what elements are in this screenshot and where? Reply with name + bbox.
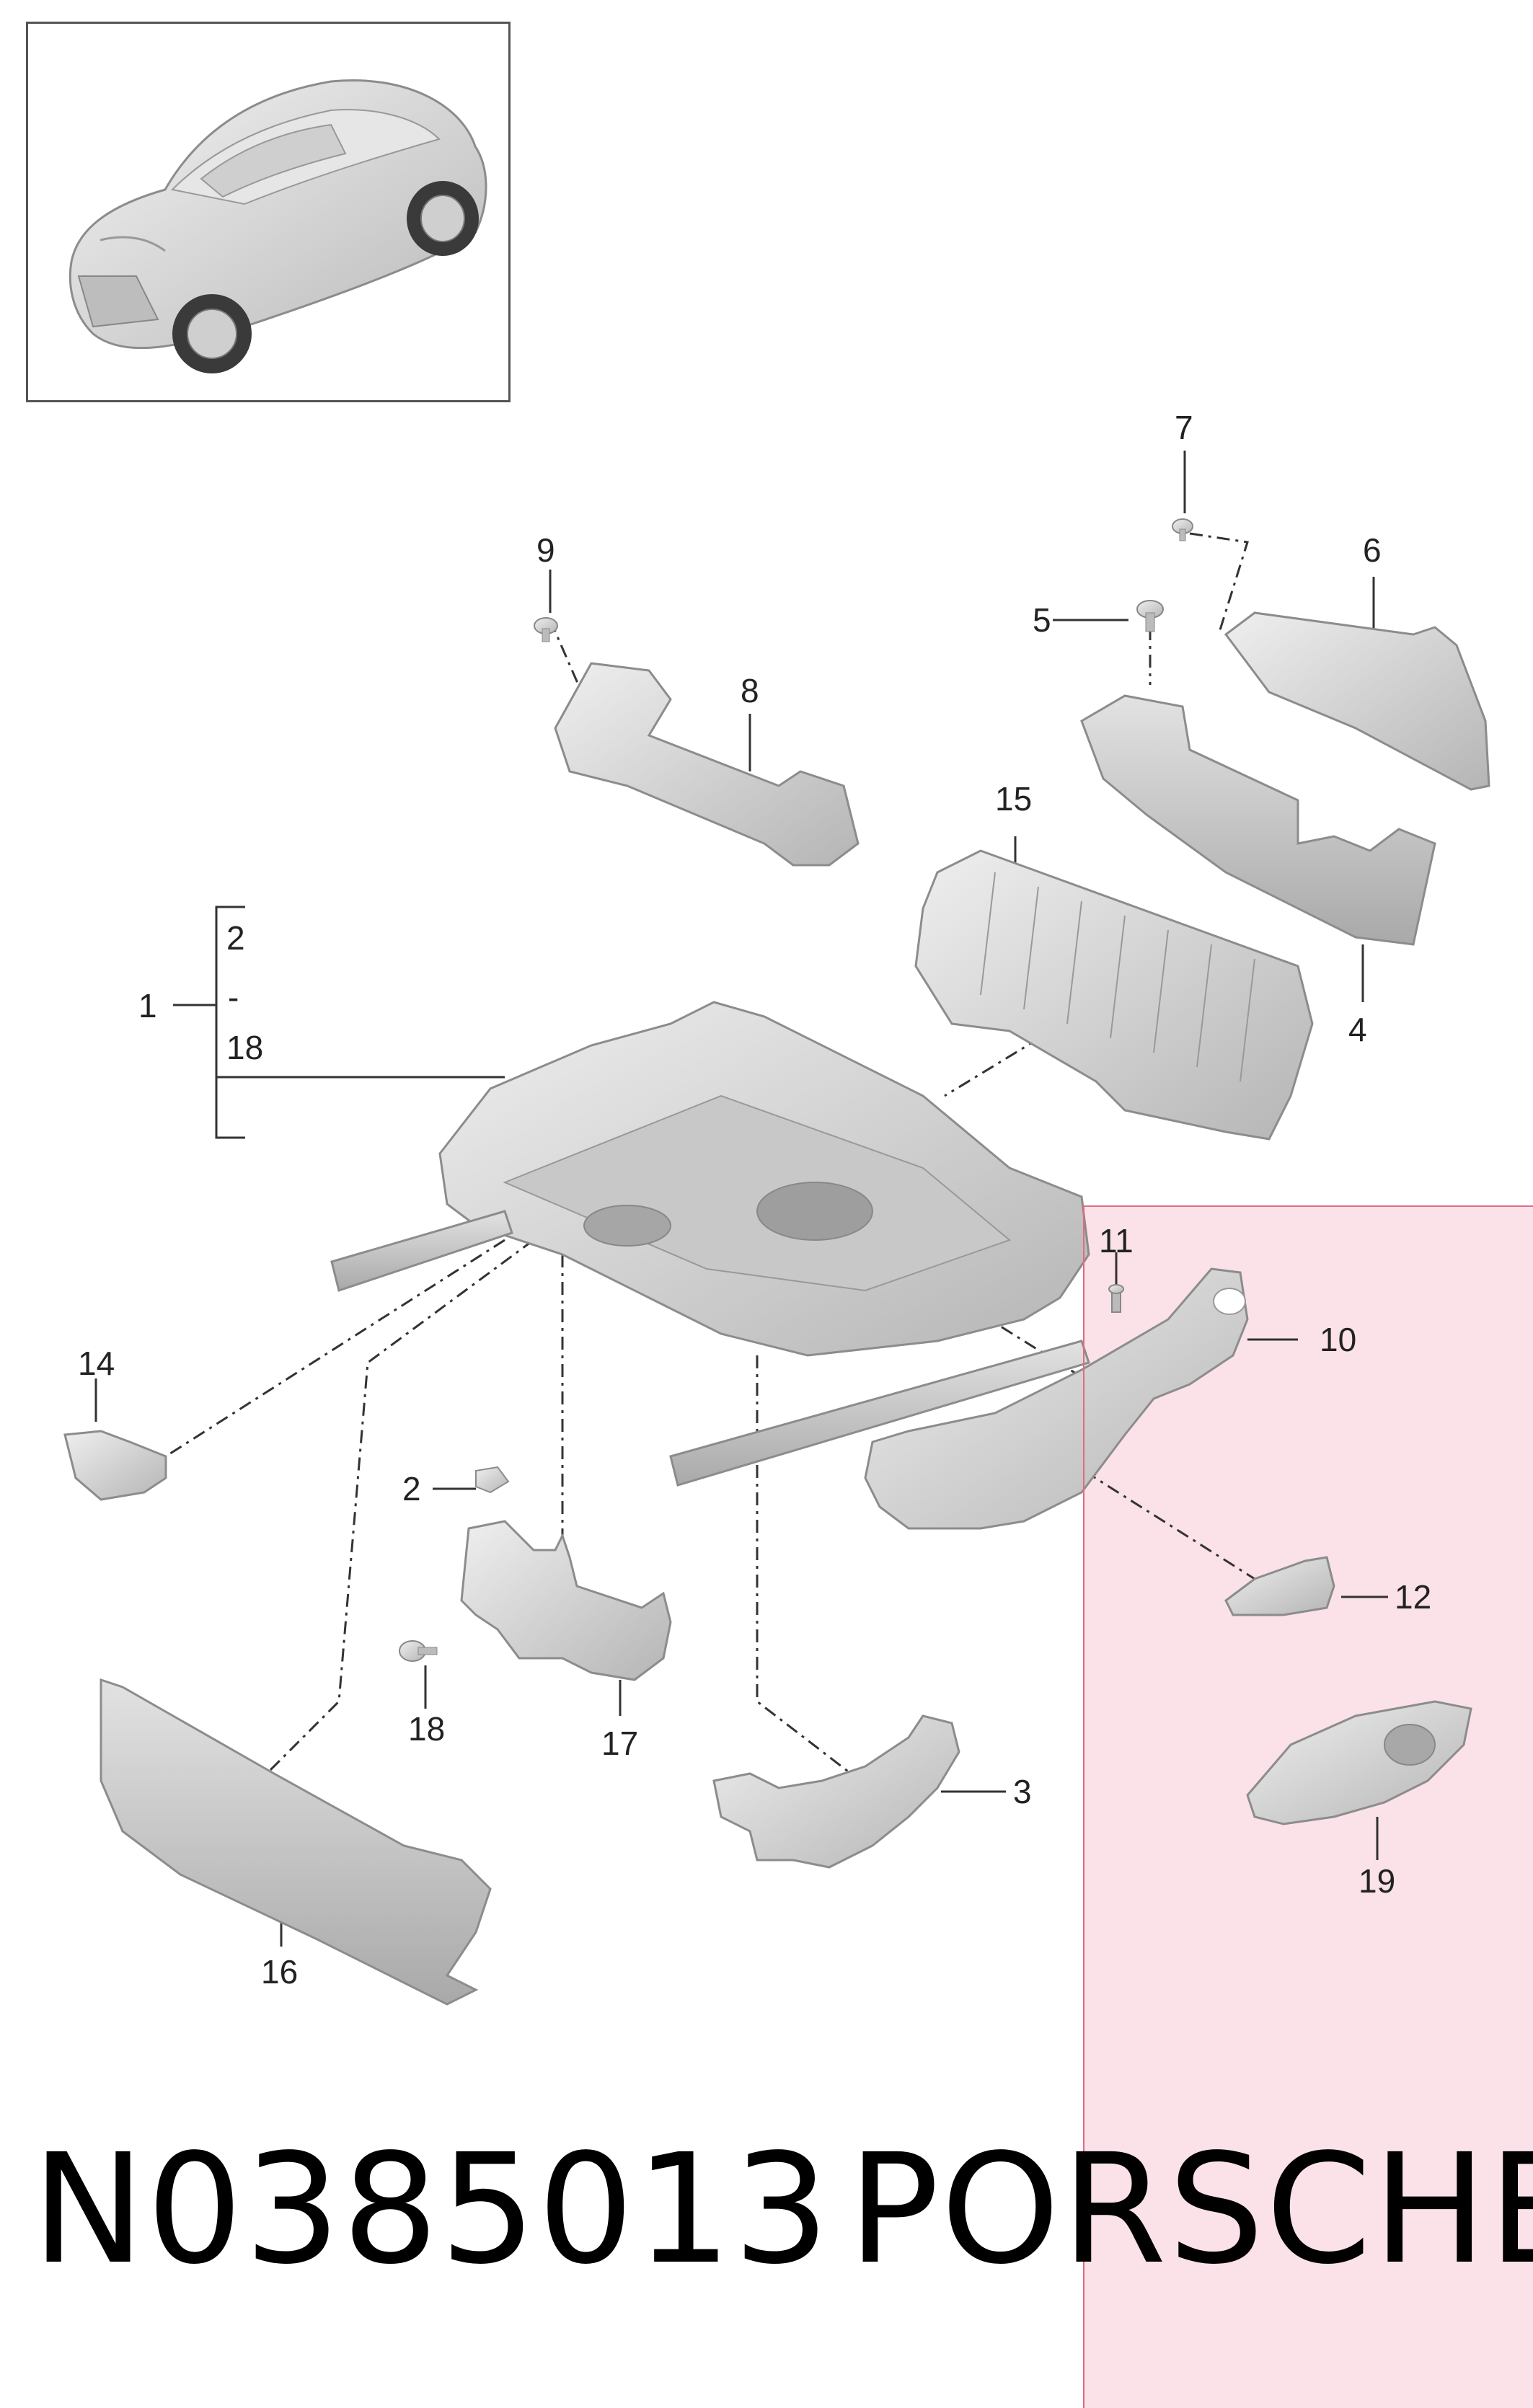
part-8 — [554, 662, 860, 867]
right-rail — [669, 1340, 1090, 1487]
part-14 — [63, 1430, 167, 1501]
part-4 — [1080, 694, 1436, 946]
callout-17: 17 — [601, 1725, 639, 1762]
part-2 — [475, 1466, 510, 1494]
range-bracket-top: 2 — [226, 919, 245, 957]
part-18-bolt — [399, 1640, 438, 1662]
callout-12: 12 — [1395, 1578, 1432, 1616]
part-15 — [914, 849, 1314, 1141]
leader-lines — [94, 451, 1388, 1947]
callout-10: 10 — [1320, 1321, 1357, 1358]
part-5-bolt — [1136, 600, 1164, 632]
callout-19: 19 — [1359, 1862, 1396, 1900]
callout-7: 7 — [1175, 409, 1193, 446]
part-12 — [1224, 1556, 1335, 1616]
part-15-ribs — [980, 872, 1255, 1082]
part-6 — [1224, 611, 1490, 791]
brand-name: PORSCHE — [848, 2121, 1533, 2298]
part-3 — [712, 1714, 960, 1869]
callout-9: 9 — [536, 531, 555, 569]
callout-3: 3 — [1013, 1773, 1032, 1810]
part-10 — [864, 1267, 1249, 1530]
range-bracket-bottom: 18 — [226, 1029, 264, 1066]
callout-4: 4 — [1348, 1011, 1367, 1048]
part-11-screw — [1108, 1284, 1124, 1313]
left-rail — [330, 1210, 513, 1292]
range-bracket-mid: - — [228, 978, 239, 1016]
callout-18: 18 — [408, 1710, 446, 1748]
seat-frame-pan — [503, 1094, 1011, 1292]
range-bracket — [173, 906, 505, 1139]
part-7-bolt — [1172, 518, 1193, 541]
callout-6: 6 — [1363, 531, 1382, 569]
part-number: N0385013 — [32, 2121, 831, 2298]
vehicle-illustration — [69, 79, 487, 373]
callout-1: 1 — [138, 987, 157, 1024]
part-9-bolt — [534, 617, 558, 642]
callout-15: 15 — [995, 780, 1033, 818]
part-17 — [460, 1520, 672, 1681]
callout-2: 2 — [402, 1470, 421, 1508]
callout-11: 11 — [1099, 1222, 1134, 1260]
callout-16: 16 — [261, 1953, 299, 1991]
callout-8: 8 — [741, 672, 759, 709]
vehicle-inset — [26, 22, 511, 402]
callout-5: 5 — [1033, 601, 1051, 639]
part-16 — [100, 1678, 492, 2006]
callout-14: 14 — [78, 1345, 115, 1382]
highlight-panel-border — [1083, 1205, 1533, 2408]
